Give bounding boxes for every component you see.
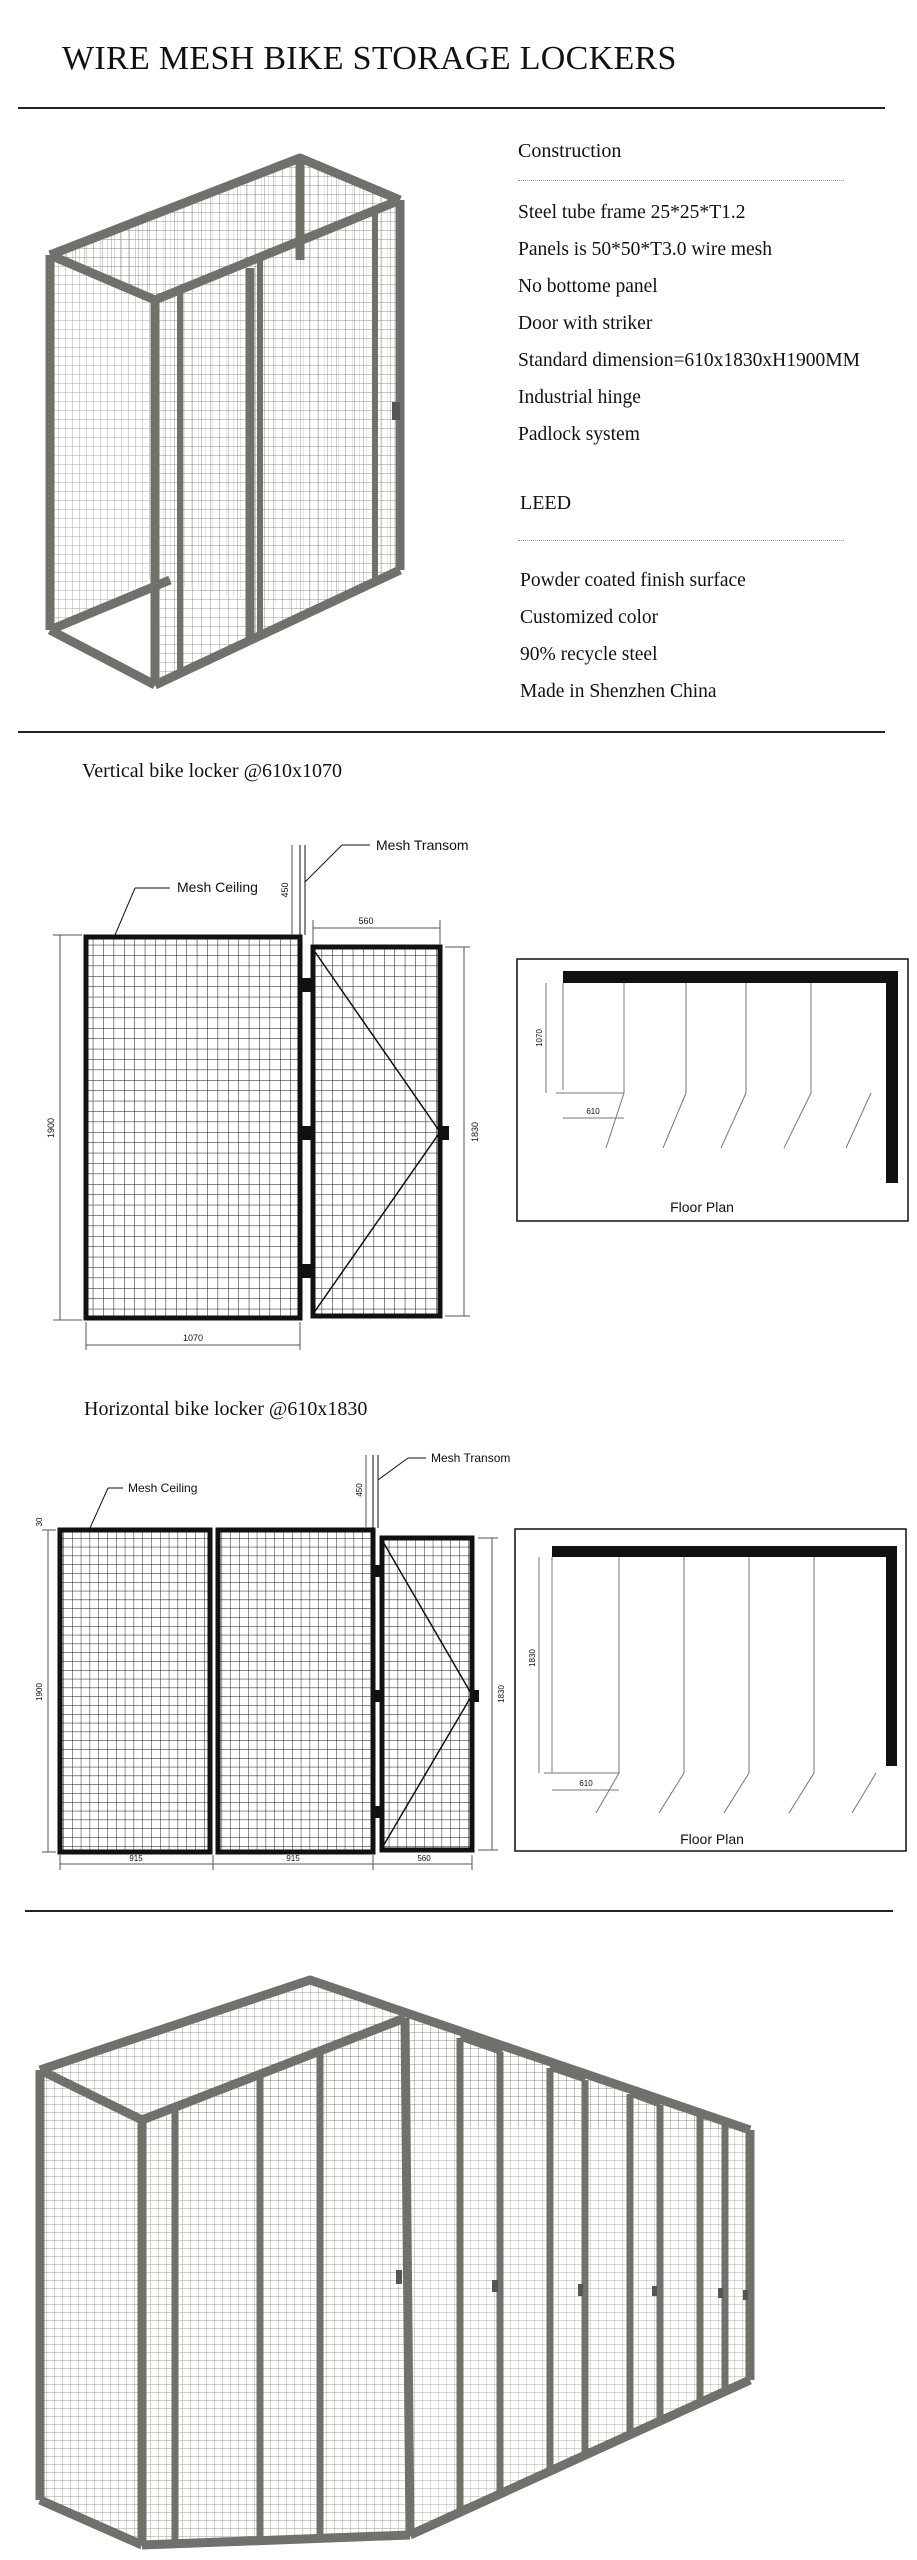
dim-door-height: 1830 — [497, 1685, 506, 1703]
list-item: Industrial hinge — [518, 387, 641, 408]
dim-top: 30 — [35, 1517, 44, 1526]
mesh-transom-label: Mesh Transom — [376, 837, 469, 853]
list-item: Customized color — [520, 607, 659, 628]
plan-width: 610 — [586, 1107, 600, 1116]
plan-width: 610 — [579, 1779, 593, 1788]
list-item: Panels is 50*50*T3.0 wire mesh — [518, 239, 773, 260]
plan-depth: 1070 — [535, 1029, 544, 1047]
floor-plan-label: Floor Plan — [670, 1199, 734, 1215]
floor-plan-label: Floor Plan — [680, 1831, 744, 1847]
list-item: Padlock system — [518, 424, 640, 445]
list-item: No bottome panel — [518, 276, 658, 297]
page-title: WIRE MESH BIKE STORAGE LOCKERS — [62, 40, 677, 77]
fixed-panel-2 — [215, 1527, 376, 1855]
mesh-ceiling-label: Mesh Ceiling — [128, 1481, 197, 1495]
fixed-panel-1 — [57, 1527, 213, 1855]
leed-heading: LEED — [520, 492, 572, 514]
door-panel — [310, 944, 443, 1319]
dim-door: 560 — [417, 1854, 431, 1863]
leed-list: Powder coated finish surface Customized … — [520, 562, 746, 710]
list-item: Powder coated finish surface — [520, 570, 746, 591]
dim-door-height: 1830 — [470, 1122, 480, 1142]
horizontal-section-title: Horizontal bike locker @610x1830 — [84, 1398, 368, 1420]
list-item: Made in Shenzhen China — [520, 681, 717, 702]
dim-door-width: 560 — [358, 916, 373, 926]
title-rule — [18, 107, 885, 109]
fixed-panel — [83, 934, 303, 1321]
list-item: Door with striker — [518, 313, 653, 334]
dim-transom: 450 — [355, 1483, 364, 1497]
horizontal-floor-plan: 1830 610 Floor Plan — [514, 1528, 907, 1852]
list-item: Standard dimension=610x1830xH1900MM — [518, 350, 860, 371]
dim-panel-2: 915 — [286, 1854, 300, 1863]
vertical-elevation-drawing: Mesh Ceiling Mesh Transom 560 1070 1900 … — [46, 837, 480, 1350]
vertical-floor-plan: 1070 610 Floor Plan — [516, 958, 909, 1222]
mesh-ceiling-label: Mesh Ceiling — [177, 879, 258, 895]
dim-height: 1900 — [35, 1683, 44, 1701]
dim-panel-1: 915 — [129, 1854, 143, 1863]
dim-transom: 450 — [280, 882, 290, 897]
horizontal-elevation-drawing: Mesh Ceiling Mesh Transom 30 1900 1830 4… — [35, 1451, 510, 1870]
construction-list: Steel tube frame 25*25*T1.2 Panels is 50… — [518, 194, 860, 453]
dim-width: 1070 — [183, 1333, 203, 1343]
mesh-transom-label: Mesh Transom — [431, 1451, 510, 1465]
plan-depth: 1830 — [528, 1649, 537, 1667]
leed-divider — [518, 540, 844, 541]
section-rule — [18, 731, 885, 733]
section-rule — [25, 1910, 893, 1912]
door-panel — [379, 1535, 475, 1853]
dim-height: 1900 — [46, 1118, 56, 1138]
single-locker-render — [45, 153, 405, 690]
construction-heading: Construction — [518, 140, 622, 162]
construction-divider — [518, 180, 844, 181]
vertical-section-title: Vertical bike locker @610x1070 — [82, 760, 343, 782]
list-item: Steel tube frame 25*25*T1.2 — [518, 202, 746, 223]
locker-row-render — [35, 1975, 755, 2550]
list-item: 90% recycle steel — [520, 644, 658, 665]
